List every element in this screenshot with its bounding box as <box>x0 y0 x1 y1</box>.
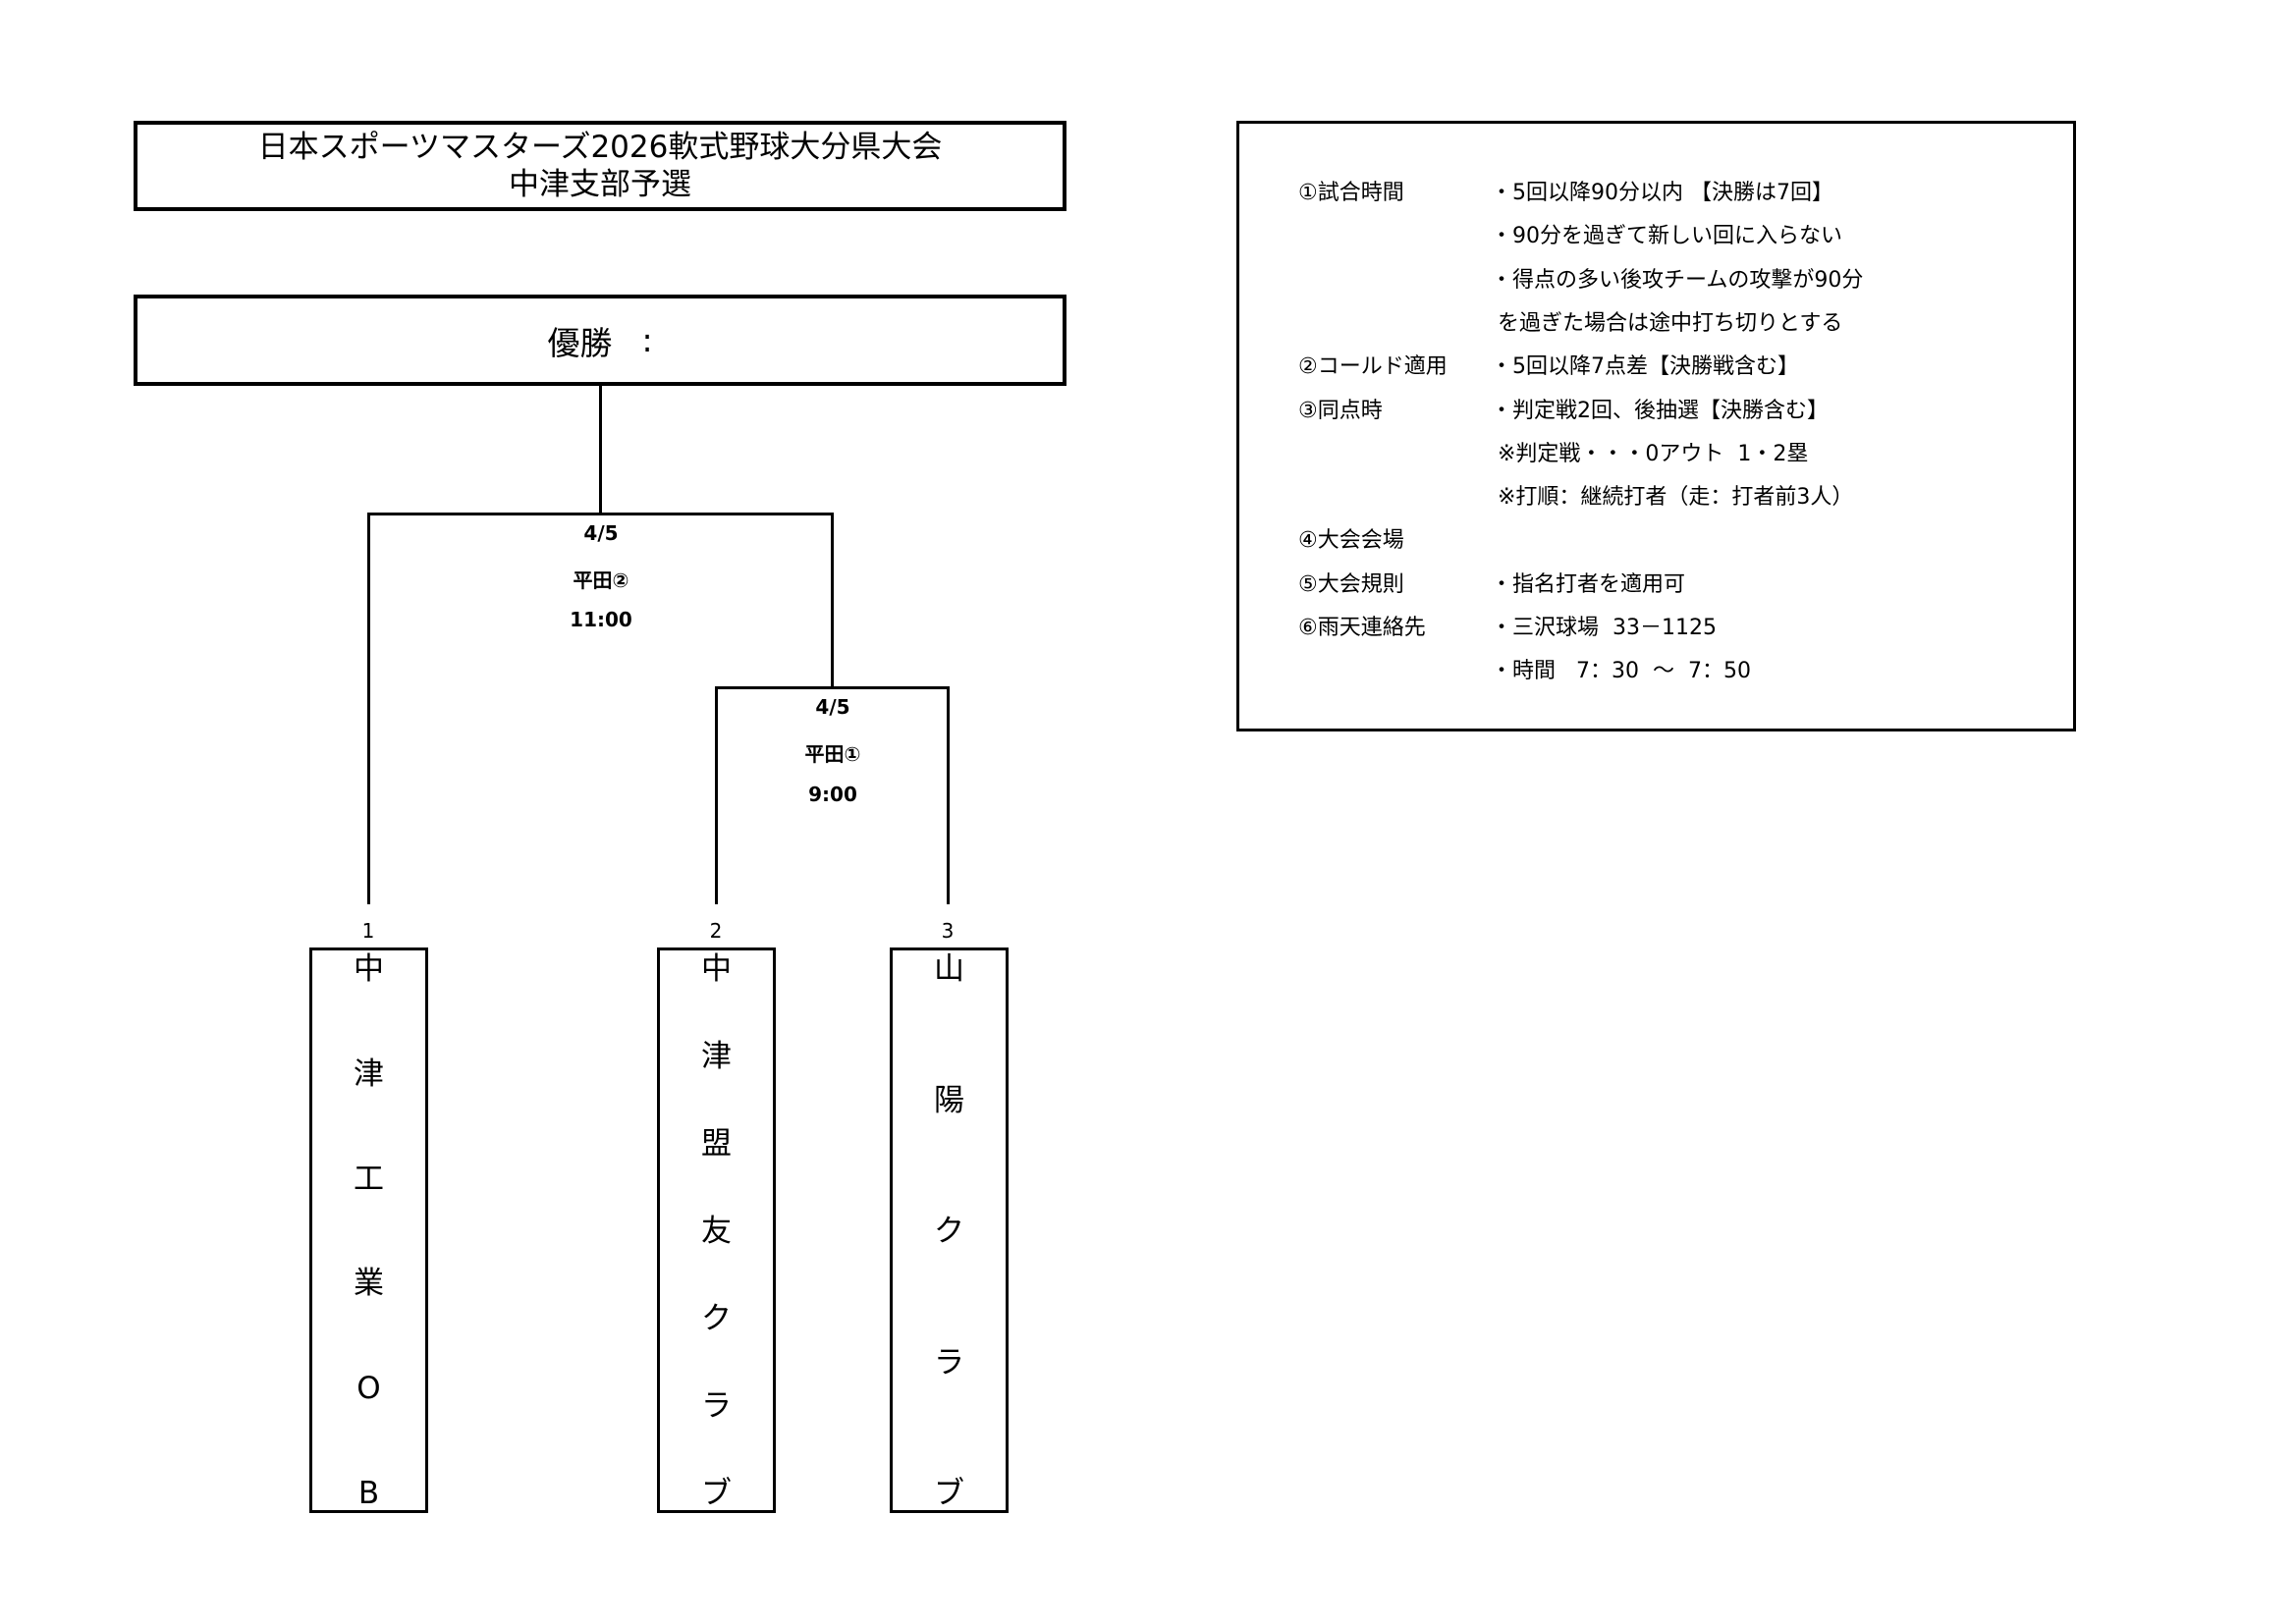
team-box-1: 中 津 工 業 O B <box>309 947 428 1513</box>
rule-label: ②コールド適用 <box>1298 354 1448 380</box>
team-char: 津 <box>701 1039 732 1074</box>
rule-label: ①試合時間 <box>1298 181 1404 205</box>
team-char: 業 <box>354 1266 384 1302</box>
rule-label: ③同点時 <box>1298 398 1383 423</box>
bracket-line-semi-horizontal <box>715 686 950 689</box>
match-date: 4/5 <box>583 521 619 545</box>
match-venue: 平田① <box>804 742 861 766</box>
rule-text: ・5回以降7点差【決勝戦含む】 <box>1491 354 1799 380</box>
team-char: ブ <box>934 1476 964 1511</box>
rule-text: ・90分を過ぎて新しい回に入らない <box>1491 224 1842 249</box>
bracket-line-final-horizontal <box>367 513 834 515</box>
title-line-2: 中津支部予選 <box>509 167 691 202</box>
bracket-line-semi-up <box>831 513 834 688</box>
champion-separator: : <box>641 321 653 359</box>
team-box-2: 中 津 盟 友 ク ラ ブ <box>657 947 776 1513</box>
rule-text: を過ぎた場合は途中打ち切りとする <box>1491 310 1843 336</box>
team-char: 山 <box>934 951 964 987</box>
team-char: ラ <box>934 1344 964 1380</box>
rule-text: ※打順：継続打者（走：打者前3人） <box>1491 485 1854 511</box>
team-char: 中 <box>701 951 732 987</box>
rules-box <box>1236 121 2076 731</box>
rule-text: ・三沢球場 33－1125 <box>1491 616 1717 640</box>
team-number: 3 <box>941 919 955 943</box>
bracket-line-team3 <box>947 686 950 904</box>
rule-text: ・時間 7：30 ～ 7：50 <box>1491 659 1751 684</box>
rule-text: ・得点の多い後攻チームの攻撃が90分 <box>1491 267 1864 293</box>
bracket-line-team2 <box>715 686 718 904</box>
champion-label: 優勝 <box>547 323 613 362</box>
team-char: 陽 <box>934 1082 964 1118</box>
champion-box: 優勝 : <box>134 295 1066 386</box>
team-box-3: 山 陽 ク ラ ブ <box>890 947 1009 1513</box>
team-char: ク <box>934 1214 964 1249</box>
team-number: 2 <box>709 919 723 943</box>
rule-label: ⑥雨天連絡先 <box>1298 616 1426 640</box>
rule-text: ・5回以降90分以内 【決勝は7回】 <box>1491 181 1833 205</box>
team-number: 1 <box>361 919 375 943</box>
rule-label: ④大会会場 <box>1298 528 1404 554</box>
rule-text: ・判定戦2回、後抽選【決勝含む】 <box>1491 398 1829 423</box>
bracket-line-final <box>599 386 602 514</box>
match-time: 11:00 <box>570 608 632 631</box>
title-box: 日本スポーツマスターズ2026軟式野球大分県大会 中津支部予選 <box>134 121 1066 211</box>
team-char: 友 <box>701 1214 732 1249</box>
rule-text: ・指名打者を適用可 <box>1491 571 1686 597</box>
team-char: 中 <box>354 951 384 987</box>
match-date: 4/5 <box>815 695 850 719</box>
team-char: 工 <box>354 1161 384 1197</box>
team-char: O <box>356 1371 381 1407</box>
team-char: ク <box>701 1301 732 1336</box>
team-char: ブ <box>701 1476 732 1511</box>
team-char: ラ <box>701 1388 732 1424</box>
rule-text: ※判定戦・・・0アウト 1・2塁 <box>1491 441 1809 466</box>
match-venue: 平田② <box>573 568 629 592</box>
team-char: B <box>357 1475 380 1511</box>
team-char: 盟 <box>701 1126 732 1162</box>
rule-label: ⑤大会規則 <box>1298 571 1404 597</box>
bracket-line-team1 <box>367 513 370 904</box>
match-time: 9:00 <box>808 783 857 806</box>
team-char: 津 <box>354 1056 384 1092</box>
title-line-1: 日本スポーツマスターズ2026軟式野球大分県大会 <box>257 130 943 165</box>
